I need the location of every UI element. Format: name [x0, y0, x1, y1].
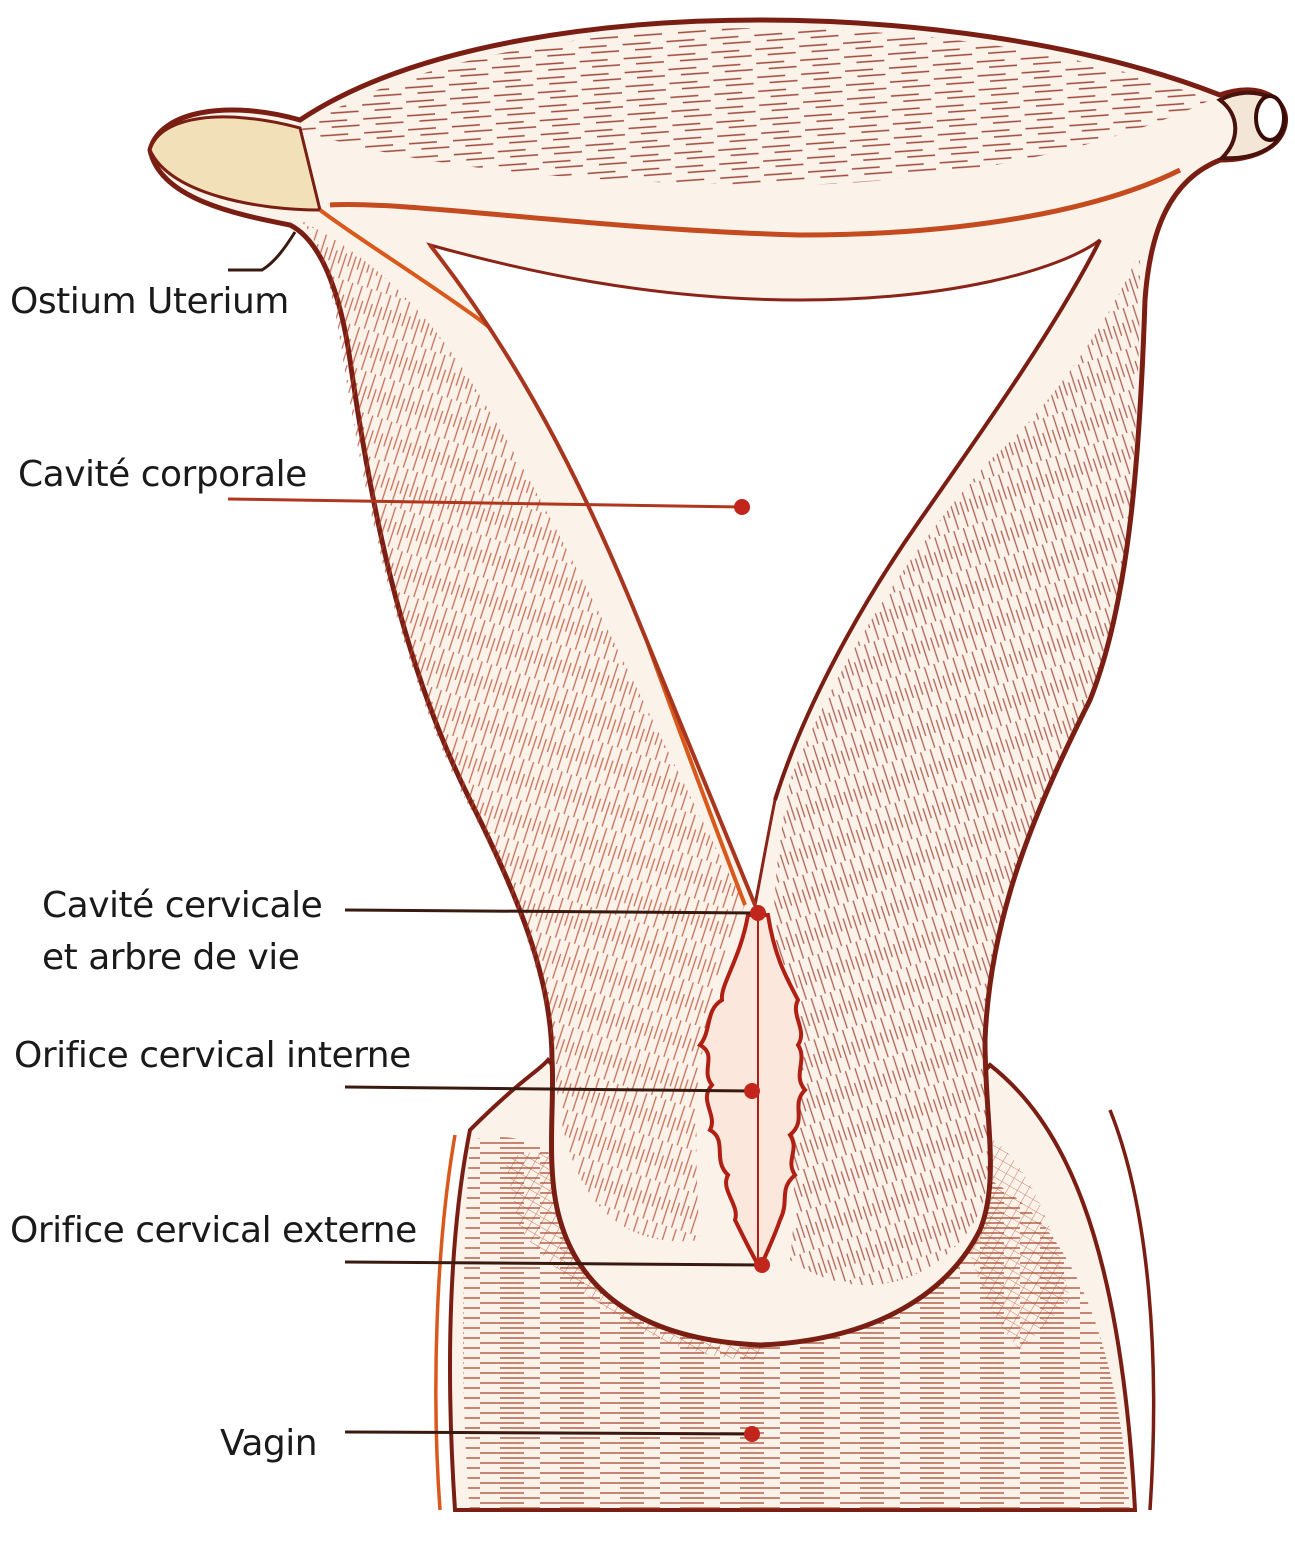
pointer-dot-vagin: [744, 1426, 760, 1442]
pointer-dot-interne: [744, 1083, 760, 1099]
label-cavite-cervicale-line2: et arbre de vie: [42, 932, 322, 984]
label-cavite-cervicale-line1: Cavité cervicale: [42, 880, 322, 932]
label-vagin: Vagin: [220, 1418, 317, 1470]
leader-vagin: [345, 1432, 752, 1434]
label-orifice-externe: Orifice cervical externe: [10, 1205, 417, 1257]
pointer-dot-corporale: [734, 499, 750, 515]
leader-ostium: [228, 232, 295, 270]
pointer-dot-cervicale: [750, 905, 766, 921]
label-cavite-cervicale: Cavité cervicale et arbre de vie: [42, 880, 322, 984]
label-orifice-interne: Orifice cervical interne: [14, 1030, 411, 1082]
label-ostium-uterium: Ostium Uterium: [10, 276, 289, 328]
label-cavite-corporale: Cavité corporale: [18, 449, 307, 501]
pointer-dot-externe: [754, 1257, 770, 1273]
